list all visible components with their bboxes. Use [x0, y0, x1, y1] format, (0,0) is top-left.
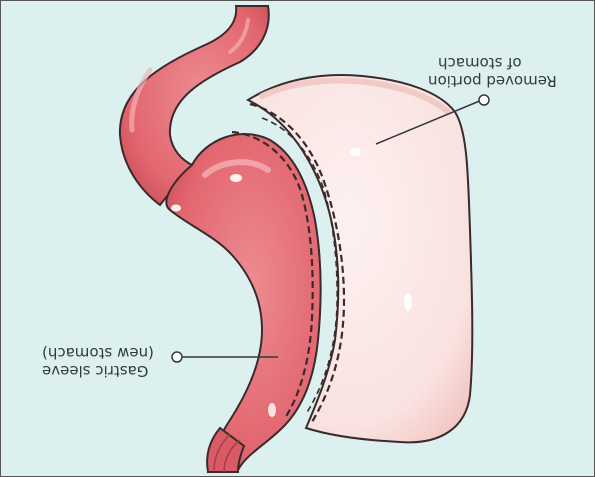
highlight: [268, 403, 276, 417]
highlight: [349, 148, 361, 156]
gastric-sleeve-marker: [172, 352, 182, 362]
removed-portion-marker: [479, 95, 489, 105]
removed-portion-label-line2: Removed portion: [428, 72, 557, 90]
highlight: [230, 174, 242, 182]
removed-portion-label-line1: of stomach: [438, 54, 522, 72]
gastric-sleeve-label-line1: (new stomach): [42, 344, 154, 362]
highlight: [404, 293, 412, 311]
highlight: [171, 205, 181, 212]
gastric-sleeve-label-line2: Gastric sleeve: [42, 362, 148, 380]
